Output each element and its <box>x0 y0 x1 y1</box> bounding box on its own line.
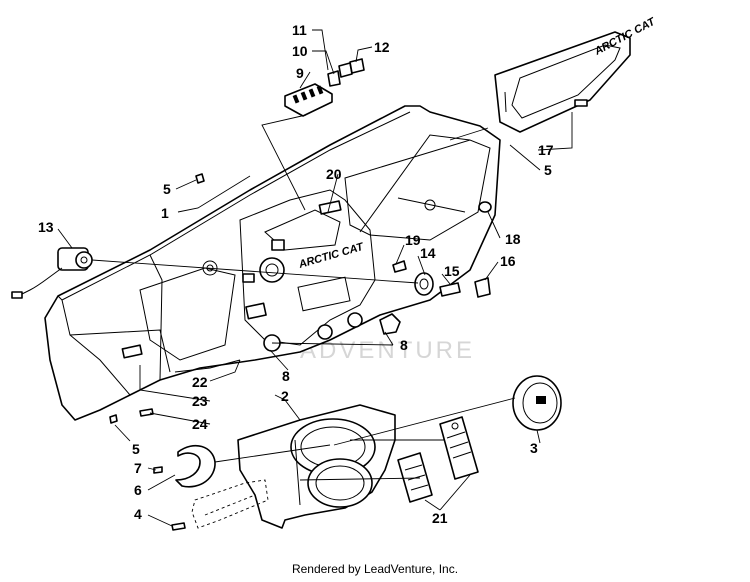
switch-block-9 <box>284 83 333 117</box>
callout-7: 7 <box>134 460 142 476</box>
dashed-trim-panel <box>191 479 269 529</box>
decal-21 <box>397 416 479 503</box>
callout-3: 3 <box>530 440 538 456</box>
knob-8 <box>379 313 401 335</box>
watermark: ADVENTURE <box>300 337 475 364</box>
dashboard-panel: ARCTIC CAT <box>44 105 501 421</box>
callout-5-right: 5 <box>544 162 552 178</box>
callout-16: 16 <box>500 253 516 269</box>
cap-16 <box>474 277 491 298</box>
callout-22: 22 <box>192 374 208 390</box>
leader-lines <box>57 29 573 527</box>
footer-credit: Rendered by LeadVenture, Inc. <box>291 562 459 576</box>
callout-19: 19 <box>405 232 421 248</box>
callout-10: 10 <box>292 43 308 59</box>
callout-14: 14 <box>420 245 436 261</box>
key-switch-13 <box>11 247 93 299</box>
key-15 <box>439 282 461 297</box>
gauge-3 <box>512 375 562 431</box>
bezel-ring-6 <box>175 444 216 488</box>
callout-18: 18 <box>505 231 521 247</box>
callout-1: 1 <box>161 205 169 221</box>
screw-24 <box>139 408 154 417</box>
screw-5-top <box>195 173 205 184</box>
ring-14 <box>414 272 434 296</box>
callout-13: 13 <box>38 219 54 235</box>
callout-12: 12 <box>374 39 390 55</box>
callout-5-top: 5 <box>163 181 171 197</box>
callout-23: 23 <box>192 393 208 409</box>
switch-11 <box>338 62 353 78</box>
clip-7 <box>153 466 163 474</box>
callout-8-center: 8 <box>282 368 290 384</box>
callout-17: 17 <box>538 142 554 158</box>
callout-11: 11 <box>292 22 307 38</box>
callout-6: 6 <box>134 482 142 498</box>
top-bezel-17: ARCTIC CAT <box>494 15 658 133</box>
screw-5-lower <box>109 414 118 424</box>
screw-4 <box>171 522 186 531</box>
switch-12 <box>349 58 365 74</box>
callout-8-right: 8 <box>400 337 408 353</box>
gauge-pod-2 <box>237 404 396 529</box>
switch-10 <box>327 70 341 87</box>
callout-numbers: 11 10 12 9 5 1 20 13 19 14 15 16 18 17 5… <box>38 22 554 526</box>
callout-20: 20 <box>326 166 342 182</box>
callout-9: 9 <box>296 65 304 81</box>
pin-19 <box>392 260 407 273</box>
callout-21: 21 <box>432 510 448 526</box>
callout-15: 15 <box>444 263 460 279</box>
grommet-18 <box>478 201 492 213</box>
callout-5-lower: 5 <box>132 441 140 457</box>
callout-24: 24 <box>192 416 208 432</box>
callout-2: 2 <box>281 388 289 404</box>
callout-4: 4 <box>134 506 142 522</box>
